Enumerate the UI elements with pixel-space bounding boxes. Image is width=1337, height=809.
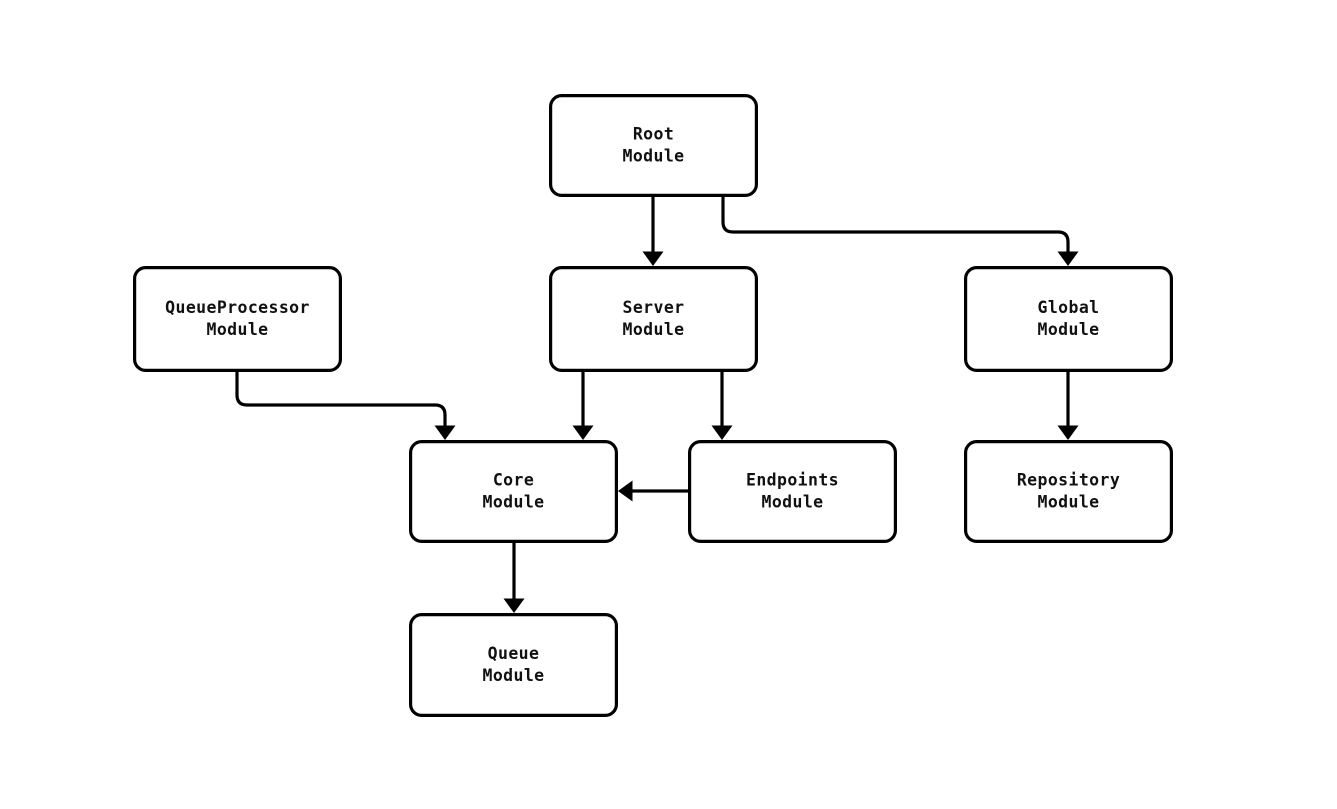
arrowhead-icon (1057, 425, 1079, 440)
node-box[interactable] (133, 266, 343, 373)
node-label-line2: Module (482, 492, 544, 511)
arrowhead-icon (642, 251, 664, 266)
node-box[interactable] (548, 266, 758, 373)
node-label-line1: Endpoints (746, 470, 839, 489)
edge-server-to-core (572, 372, 594, 440)
node-label-line2: Module (761, 492, 823, 511)
node-box[interactable] (687, 440, 897, 544)
node-label-line2: Module (1037, 492, 1099, 511)
node-label-line2: Module (206, 320, 268, 339)
edge-line (721, 197, 1070, 252)
arrowhead-icon (503, 598, 525, 613)
node-label-line2: Module (482, 666, 544, 685)
node-box[interactable] (963, 266, 1173, 373)
arrowhead-icon (572, 425, 594, 440)
edge-core-to-queue (503, 543, 525, 613)
edges-layer (235, 197, 1079, 613)
node-label-line1: Global (1037, 298, 1099, 317)
arrowhead-icon (711, 425, 733, 440)
node-label-line1: Queue (488, 644, 540, 663)
edge-root-to-server (642, 197, 664, 266)
node-label-line1: Core (493, 470, 534, 489)
edge-server-to-endpoints (711, 372, 733, 440)
node-box[interactable] (409, 440, 619, 544)
edge-global-to-repository (1057, 372, 1079, 440)
node-box[interactable] (548, 93, 758, 198)
node-box[interactable] (963, 440, 1173, 544)
node-label-line2: Module (622, 320, 684, 339)
edge-root-to-global (721, 197, 1079, 266)
node-label-line1: Root (633, 124, 674, 143)
arrowhead-icon (618, 480, 633, 502)
node-label-line2: Module (622, 146, 684, 165)
node-label-line1: QueueProcessor (165, 298, 310, 317)
edge-endpoints-to-core (618, 480, 688, 502)
node-label-line1: Repository (1017, 470, 1120, 489)
node-label-line2: Module (1037, 320, 1099, 339)
node-box[interactable] (409, 612, 619, 717)
arrowhead-icon (1057, 251, 1079, 266)
edge-queueprocessor-to-core (235, 372, 456, 440)
arrowhead-icon (434, 425, 456, 440)
node-label-line1: Server (622, 298, 684, 317)
edge-line (235, 372, 447, 426)
